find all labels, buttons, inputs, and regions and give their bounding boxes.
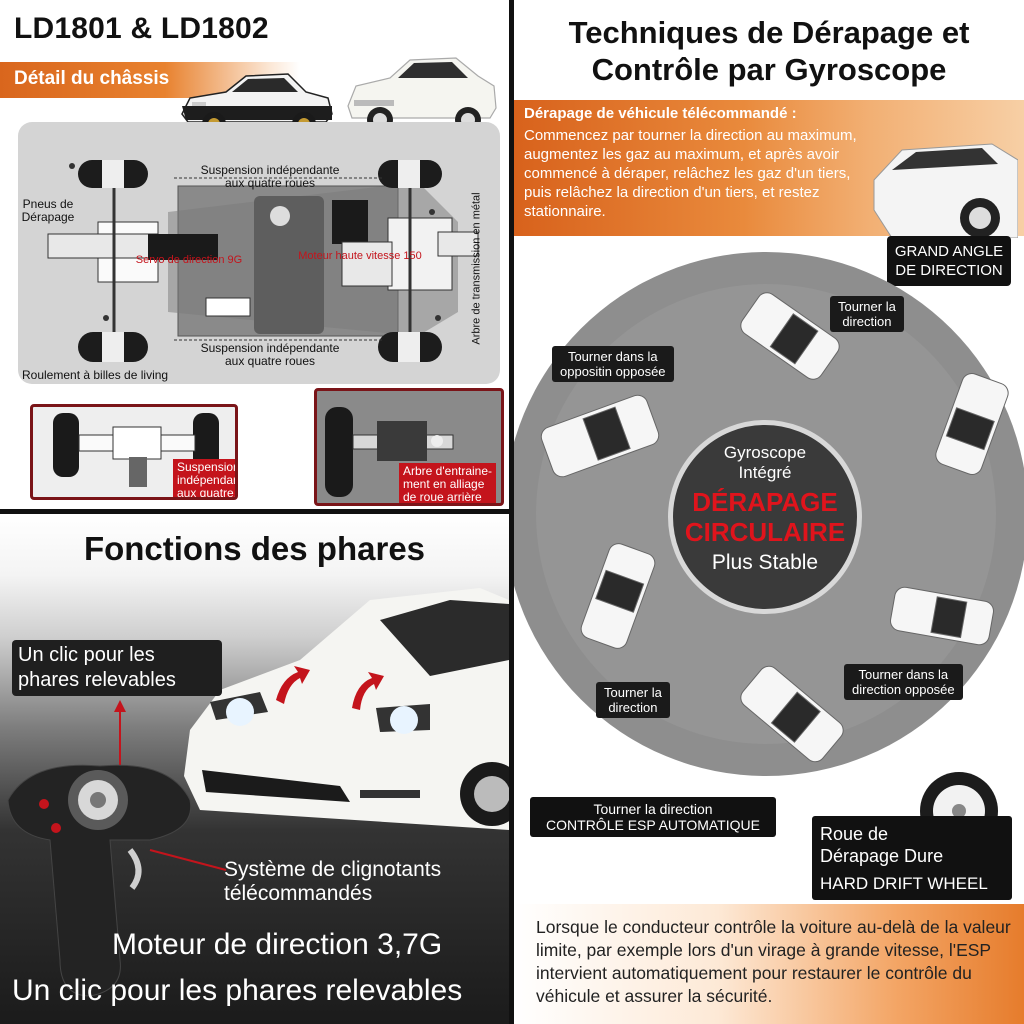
suspension-bottom-label: Suspension indépendante aux quatre roues	[200, 341, 340, 368]
drift-line-1: DÉRAPAGE	[692, 487, 838, 517]
popup-headlights-label: Un clic pour les phares relevables	[12, 974, 463, 1007]
esp-info-banner	[514, 904, 1024, 1024]
turn-steering-tag-top: Tourner la direction	[830, 296, 904, 332]
wheel-line-3: HARD DRIFT WHEEL	[820, 874, 988, 893]
servo-label: Servo de direction 9G	[135, 254, 243, 266]
suspension-top-label: Suspension indépendante aux quatre roues	[200, 163, 340, 190]
suspension-detail-drawing	[53, 413, 219, 487]
motor-label: Moteur haute vitesse 150	[298, 250, 422, 262]
model-title: LD1801 & LD1802	[14, 12, 269, 45]
drift-title: Techniques de Dérapage et Contrôle par G…	[568, 15, 970, 87]
wheel-line-1: Roue de	[820, 824, 889, 844]
more-stable-label: Plus Stable	[711, 551, 819, 574]
suspension-detail-label: Suspension indépendante aux quatre roues	[173, 459, 235, 497]
drift-intro-heading: Dérapage de véhicule télécommandé :	[524, 105, 797, 122]
car-front-image	[184, 588, 509, 830]
popup-headlights-tag: Un clic pour les phares relevables	[12, 640, 222, 696]
driveshaft-detail-box: Arbre d'entraine- ment en alliage de rou…	[314, 388, 504, 506]
wide-angle-tag: GRAND ANGLE DE DIRECTION	[887, 236, 1011, 286]
drift-intro-text: Commencez par tourner la direction au ma…	[524, 127, 857, 220]
gyro-line-1: Gyroscope	[723, 443, 807, 462]
headlights-title: Fonctions des phares	[83, 530, 426, 567]
driveshaft-detail-label: Arbre d'entraine- ment en alliage de rou…	[399, 463, 497, 503]
turn-signal-tag: Système de clignotants télécommandés	[224, 858, 442, 905]
esp-control-tag: Tourner la direction CONTRÔLE ESP AUTOMA…	[530, 797, 776, 837]
esp-info-text: Lorsque le conducteur contrôle la voitur…	[536, 917, 1011, 1006]
opposite-turn-tag-left: Tourner dans la oppositin opposée	[552, 346, 674, 382]
drive-shaft-label: Arbre de transmission en métal	[470, 192, 483, 345]
steering-motor-label: Moteur de direction 3,7G	[112, 928, 443, 961]
tires-label: Pneus de Dérapage	[21, 197, 75, 224]
chassis-banner-label: Détail du châssis	[14, 68, 170, 89]
suspension-detail-box: Suspension indépendante aux quatre roues	[30, 404, 238, 500]
drift-line-2: CIRCULAIRE	[684, 517, 846, 547]
drift-circle-diagram	[514, 252, 1024, 776]
opposite-turn-tag-right: Tourner dans la direction opposée	[844, 664, 963, 700]
driveshaft-detail-drawing	[325, 407, 454, 497]
turn-steering-tag-bottom: Tourner la direction	[596, 682, 670, 718]
hard-drift-wheel-box: Roue de Dérapage Dure HARD DRIFT WHEEL	[812, 816, 1012, 900]
gyro-line-2: Intégré	[738, 463, 792, 482]
wheel-line-2: Dérapage Dure	[820, 846, 944, 866]
wide-angle-car-image	[873, 143, 1018, 238]
bearing-label: Roulement à billes de living	[22, 368, 169, 382]
horizontal-divider	[0, 509, 512, 514]
chassis-drawing	[47, 160, 479, 362]
gyroscope-center-disc: Gyroscope Intégré DÉRAPAGE CIRCULAIRE Pl…	[668, 420, 862, 614]
remote-controller-image	[7, 700, 227, 997]
